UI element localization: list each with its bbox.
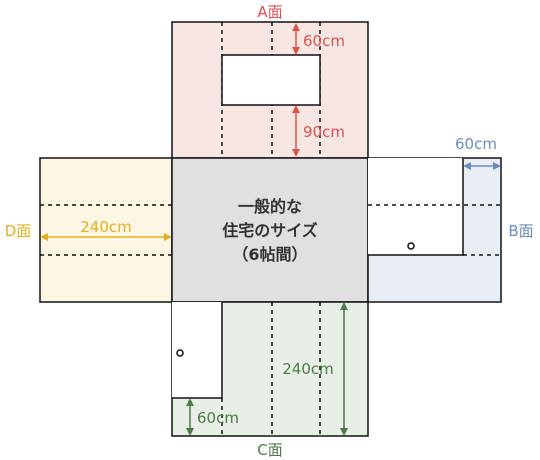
face-d-wall: [39, 157, 173, 303]
face-c-door-knob: [176, 349, 184, 357]
face-a-bottom-dimension: 90cm: [303, 123, 345, 141]
face-b-door: [368, 158, 463, 255]
face-c-bottom-dimension: 60cm: [197, 409, 239, 427]
face-b-door-knob: [407, 242, 415, 250]
face-b-panel: 60cm B面: [367, 135, 534, 303]
face-b-label: B面: [508, 222, 533, 240]
face-c-panel: 240cm 60cm C面: [171, 301, 369, 459]
center-floor: [171, 157, 369, 303]
face-b-dimension: 60cm: [455, 135, 497, 153]
face-d-label: D面: [5, 222, 32, 240]
face-d-panel: 240cm D面: [5, 157, 173, 303]
face-c-label: C面: [257, 441, 282, 459]
face-a-window: [221, 54, 321, 106]
face-d-dimension: 240cm: [80, 218, 132, 236]
face-a-panel: 60cm 90cm A面: [171, 3, 369, 159]
face-c-height-dimension: 240cm: [282, 360, 334, 378]
center-panel: 一般的な 住宅のサイズ （6帖間）: [171, 157, 369, 303]
center-title-line3: （6帖間）: [232, 245, 307, 264]
center-title-line2: 住宅のサイズ: [222, 221, 318, 240]
face-a-top-dimension: 60cm: [303, 32, 345, 50]
face-a-label: A面: [257, 3, 282, 21]
center-title-line1: 一般的な: [238, 197, 302, 216]
